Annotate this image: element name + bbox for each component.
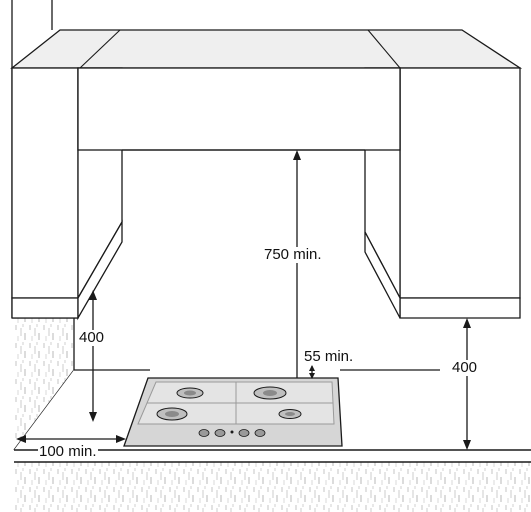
wall-distance-dimension bbox=[16, 435, 126, 443]
right-height-dimension bbox=[463, 318, 471, 450]
hood-clearance-label: 750 min. bbox=[263, 246, 323, 263]
left-height-label: 400 bbox=[78, 329, 106, 346]
control-knob-icon bbox=[198, 429, 210, 437]
gas-burner-icon bbox=[278, 409, 302, 419]
cabinet-top-surface bbox=[10, 29, 523, 69]
control-knob-icon bbox=[254, 429, 266, 437]
gas-hob bbox=[123, 377, 343, 447]
hood-clearance-dimension bbox=[293, 150, 301, 378]
control-knob-icon bbox=[238, 429, 250, 437]
rear-distance-label: 55 min. bbox=[303, 348, 355, 365]
gas-burner-icon bbox=[156, 407, 188, 421]
right-height-label: 400 bbox=[451, 359, 479, 376]
control-knob-icon bbox=[214, 429, 226, 437]
gas-burner-icon bbox=[253, 386, 287, 400]
rear-distance-dimension bbox=[309, 365, 315, 379]
center-wall-cabinet bbox=[77, 67, 401, 151]
floor-front-texture bbox=[12, 462, 531, 512]
left-height-dimension bbox=[89, 290, 97, 422]
gas-burner-icon bbox=[176, 387, 204, 399]
wall-distance-label: 100 min. bbox=[38, 443, 98, 460]
